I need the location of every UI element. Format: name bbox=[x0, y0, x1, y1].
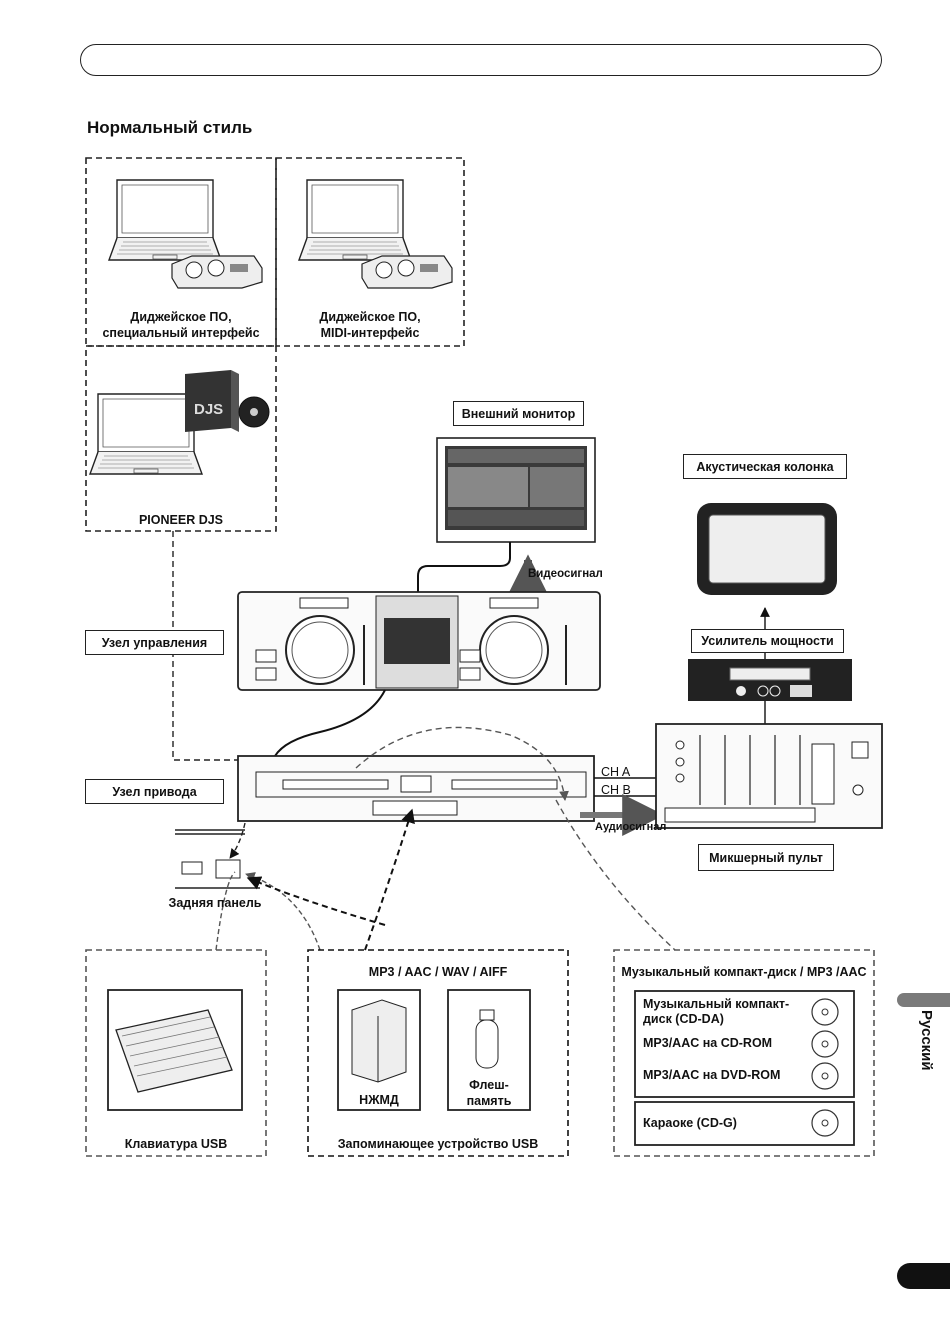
label-ch-a: CH A bbox=[601, 765, 631, 779]
svg-text:DJS: DJS bbox=[194, 401, 223, 418]
label-ch-b: CH B bbox=[601, 783, 631, 797]
label-dj-interface: Диджейское ПО, специальный интерфейс bbox=[102, 310, 260, 340]
label-flash: Флеш- память bbox=[466, 1078, 512, 1108]
software-group bbox=[85, 157, 465, 532]
page-number-tab bbox=[897, 1263, 950, 1289]
label-disc-dvdrom: MP3/AAC на DVD-ROM bbox=[643, 1068, 781, 1082]
label-disc-cdda: Музыкальный компакт- диск (CD-DA) bbox=[643, 997, 790, 1026]
hdd-illustration bbox=[351, 999, 407, 1083]
flash-illustration bbox=[475, 1009, 499, 1069]
label-audio-signal: Аудиосигнал bbox=[595, 821, 667, 833]
external-monitor bbox=[436, 437, 596, 543]
control-unit-device bbox=[237, 591, 601, 691]
label-video-signal: Видеосигнал bbox=[528, 568, 603, 580]
drive-unit-device bbox=[237, 755, 595, 822]
label-speaker: Акустическая колонка bbox=[683, 454, 847, 479]
label-mixer: Микшерный пульт bbox=[698, 844, 834, 871]
label-drive-unit: Узел привода bbox=[85, 779, 224, 804]
label-music-cd-title: Музыкальный компакт-диск / MP3 /AAC bbox=[621, 965, 867, 979]
page-title: Нормальный стиль bbox=[87, 118, 253, 137]
label-amp: Усилитель мощности bbox=[691, 629, 844, 653]
speaker bbox=[697, 503, 837, 595]
label-usb-keyboard: Клавиатура USB bbox=[124, 1137, 228, 1151]
keyboard-illustration bbox=[115, 1009, 233, 1093]
djs-software-box: DJS bbox=[185, 370, 270, 432]
label-control-unit: Узел управления bbox=[85, 630, 224, 655]
label-rear-panel: Задняя панель bbox=[168, 896, 262, 910]
label-pioneer-djs: PIONEER DJS bbox=[138, 513, 224, 527]
rear-panel bbox=[175, 829, 260, 889]
label-formats: MP3 / AAC / WAV / AIFF bbox=[368, 965, 508, 979]
amplifier bbox=[688, 659, 852, 701]
label-hdd: НЖМД bbox=[359, 1093, 399, 1107]
label-karaoke: Караоке (CD-G) bbox=[643, 1116, 737, 1130]
language-tab bbox=[897, 993, 950, 1007]
language-label: Русский bbox=[918, 1010, 935, 1071]
label-usb-storage: Запоминающее устройство USB bbox=[337, 1137, 539, 1151]
mixer-device bbox=[655, 723, 883, 829]
header-bar bbox=[80, 44, 882, 76]
label-disc-cdrom: MP3/AAC на CD-ROM bbox=[643, 1036, 773, 1050]
label-dj-midi: Диджейское ПО, MIDI-интерфейс bbox=[319, 310, 421, 340]
label-external-monitor: Внешний монитор bbox=[453, 401, 584, 426]
